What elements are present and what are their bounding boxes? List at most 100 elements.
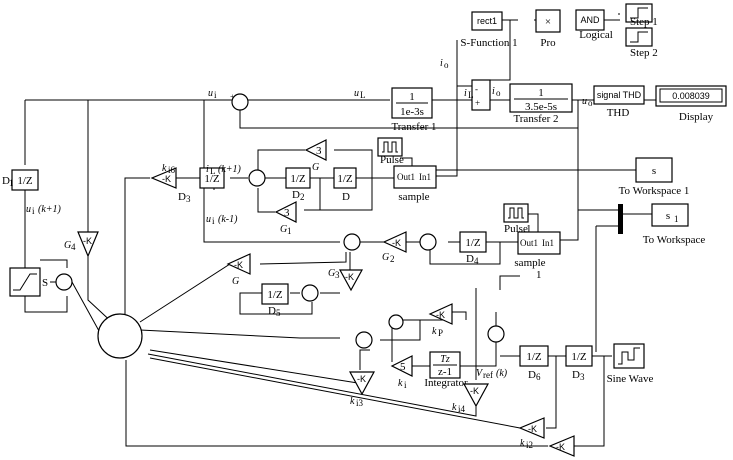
g4-label: G (64, 240, 71, 251)
s-function-text: rect1 (477, 16, 497, 26)
sum-block-d4[interactable] (419, 233, 437, 251)
display-label: Display (679, 111, 714, 123)
sine-wave-block[interactable]: Sine Wave (607, 343, 654, 385)
gain-bottom[interactable]: -K (548, 435, 575, 457)
d3b-block[interactable]: 1/Z D 3 (565, 345, 593, 382)
logical-label: Logical (579, 29, 613, 41)
d1-sub: 1 (9, 178, 14, 188)
ki3-label: k (350, 396, 355, 407)
ki4-sub: i4 (458, 404, 466, 414)
pulse-label: Pulse (380, 154, 404, 166)
svg-text:1/Z: 1/Z (337, 173, 353, 185)
signal-il: i (464, 88, 467, 99)
gain-kp[interactable]: -K k P (428, 303, 453, 338)
transfer2-block[interactable]: 1 3.5e-5s Transfer 2 (509, 83, 573, 125)
sum-block-ki3[interactable] (355, 331, 373, 349)
gain-ki4[interactable]: -K k i4 (452, 383, 490, 414)
d1-block[interactable]: 1/Z D 1 (2, 169, 39, 191)
g1-value: 3 (284, 207, 290, 219)
sample1-num: 1 (536, 269, 542, 281)
s-function-label: S-Function 1 (460, 37, 517, 49)
svg-text:(k): (k) (496, 368, 508, 379)
sample-in: In1 (419, 172, 431, 182)
svg-text:o: o (496, 88, 501, 98)
svg-text:Tz: Tz (440, 354, 450, 365)
step-icon (630, 7, 648, 19)
gain-g3[interactable]: -K G 3 (328, 268, 364, 292)
d2-block[interactable]: 1/Z D 2 (285, 167, 311, 202)
sample1-label: sample (514, 257, 545, 269)
gain-g-neg[interactable]: -K G (226, 253, 251, 287)
gain-ki6[interactable]: -K k i6 (150, 163, 177, 189)
g4-sub: 4 (71, 242, 76, 252)
ws1-label: To Workspace 1 (619, 185, 690, 197)
sum-block-il[interactable]: - + (471, 79, 491, 111)
d2-sub: 2 (300, 192, 305, 202)
svg-text:-K: -K (83, 236, 92, 246)
sample-block[interactable]: Out1 In1 sample (393, 165, 437, 203)
sum-block-vref[interactable] (487, 325, 505, 343)
integrator-block[interactable]: Tz z-1 Integrator (424, 351, 468, 389)
g2-sub: 2 (390, 254, 395, 264)
d-block[interactable]: 1/Z D (333, 167, 357, 203)
to-workspace1-block[interactable]: s To Workspace 1 (619, 157, 690, 197)
gain-ki[interactable]: 5 k i (390, 355, 413, 390)
gain-g[interactable]: 3 G (304, 139, 327, 173)
mux-block[interactable] (618, 204, 623, 234)
svg-text:-K: -K (470, 386, 479, 396)
to-workspace-block[interactable]: s 1 To Workspace (643, 203, 706, 246)
gain-ki3[interactable]: -K k i3 (348, 371, 376, 408)
d3-label: D (178, 191, 186, 203)
s-function-block[interactable]: rect1 S-Function 1 (460, 11, 518, 49)
sum-block-d5[interactable] (301, 284, 319, 302)
svg-text:ref: ref (483, 370, 493, 380)
pulse-icon (382, 141, 398, 153)
gain-ki2[interactable]: -K k i2 (518, 417, 545, 450)
sum-block-ui[interactable]: + (230, 92, 249, 111)
sample-out: Out1 (397, 172, 415, 182)
g-neg-label: G (232, 276, 239, 287)
g3-sub: 3 (335, 270, 340, 280)
svg-text:L: L (210, 166, 216, 176)
svg-text:i: i (214, 90, 217, 100)
ws-label: To Workspace (643, 234, 706, 246)
g3-label: G (328, 268, 335, 279)
logical-block[interactable]: AND Logical (575, 9, 613, 41)
d3-block[interactable]: 1/Z D 3 (178, 167, 225, 204)
transfer1-block[interactable]: 1 1e-3s Transfer 1 (391, 87, 437, 133)
big-sum-block[interactable] (97, 313, 143, 359)
svg-text:i: i (32, 206, 35, 216)
sum-block-kp[interactable] (388, 314, 404, 330)
svg-text:1/Z: 1/Z (290, 173, 306, 185)
d3-sub: 3 (186, 194, 191, 204)
pulse-block[interactable]: Pulse (377, 137, 404, 166)
display-block[interactable]: 0.008039 Display (655, 85, 727, 123)
pro-label: Pro (540, 37, 556, 49)
d4-block[interactable]: 1/Z D 4 (459, 231, 487, 266)
d5-block[interactable]: 1/Z D 5 (261, 283, 289, 318)
sine-icon (618, 347, 640, 365)
gain-g2[interactable]: -K G 2 (382, 231, 407, 264)
step1-block[interactable]: Step 1 (625, 3, 658, 28)
thd-label: THD (607, 107, 630, 119)
gain-g4[interactable]: -K G 4 (64, 231, 99, 258)
saturation-block[interactable]: S (9, 267, 48, 297)
product-block[interactable]: × Pro (535, 9, 561, 49)
d6-block[interactable]: 1/Z D 6 (519, 345, 549, 382)
svg-text:1/Z: 1/Z (571, 351, 587, 363)
sample1-block[interactable]: Out1 In1 sample 1 (514, 231, 561, 281)
step2-block[interactable]: Step 2 (625, 27, 658, 59)
d4-sub: 4 (474, 256, 479, 266)
svg-text:-K: -K (345, 272, 354, 282)
sum-block-g2[interactable] (343, 233, 361, 251)
svg-text:1/Z: 1/Z (267, 289, 283, 301)
sum-block-il-pred[interactable] (248, 169, 266, 187)
pulse1-block[interactable]: Pulse 1 (503, 203, 532, 235)
kp-label: k (432, 326, 437, 337)
sum-block-sat[interactable] (55, 273, 73, 291)
sine-label: Sine Wave (607, 373, 654, 385)
ws-text: s (666, 210, 670, 222)
signal-ui: u (208, 88, 213, 99)
gain-g1[interactable]: 3 G 1 (274, 201, 297, 236)
thd-block[interactable]: signal THD THD (593, 85, 645, 119)
